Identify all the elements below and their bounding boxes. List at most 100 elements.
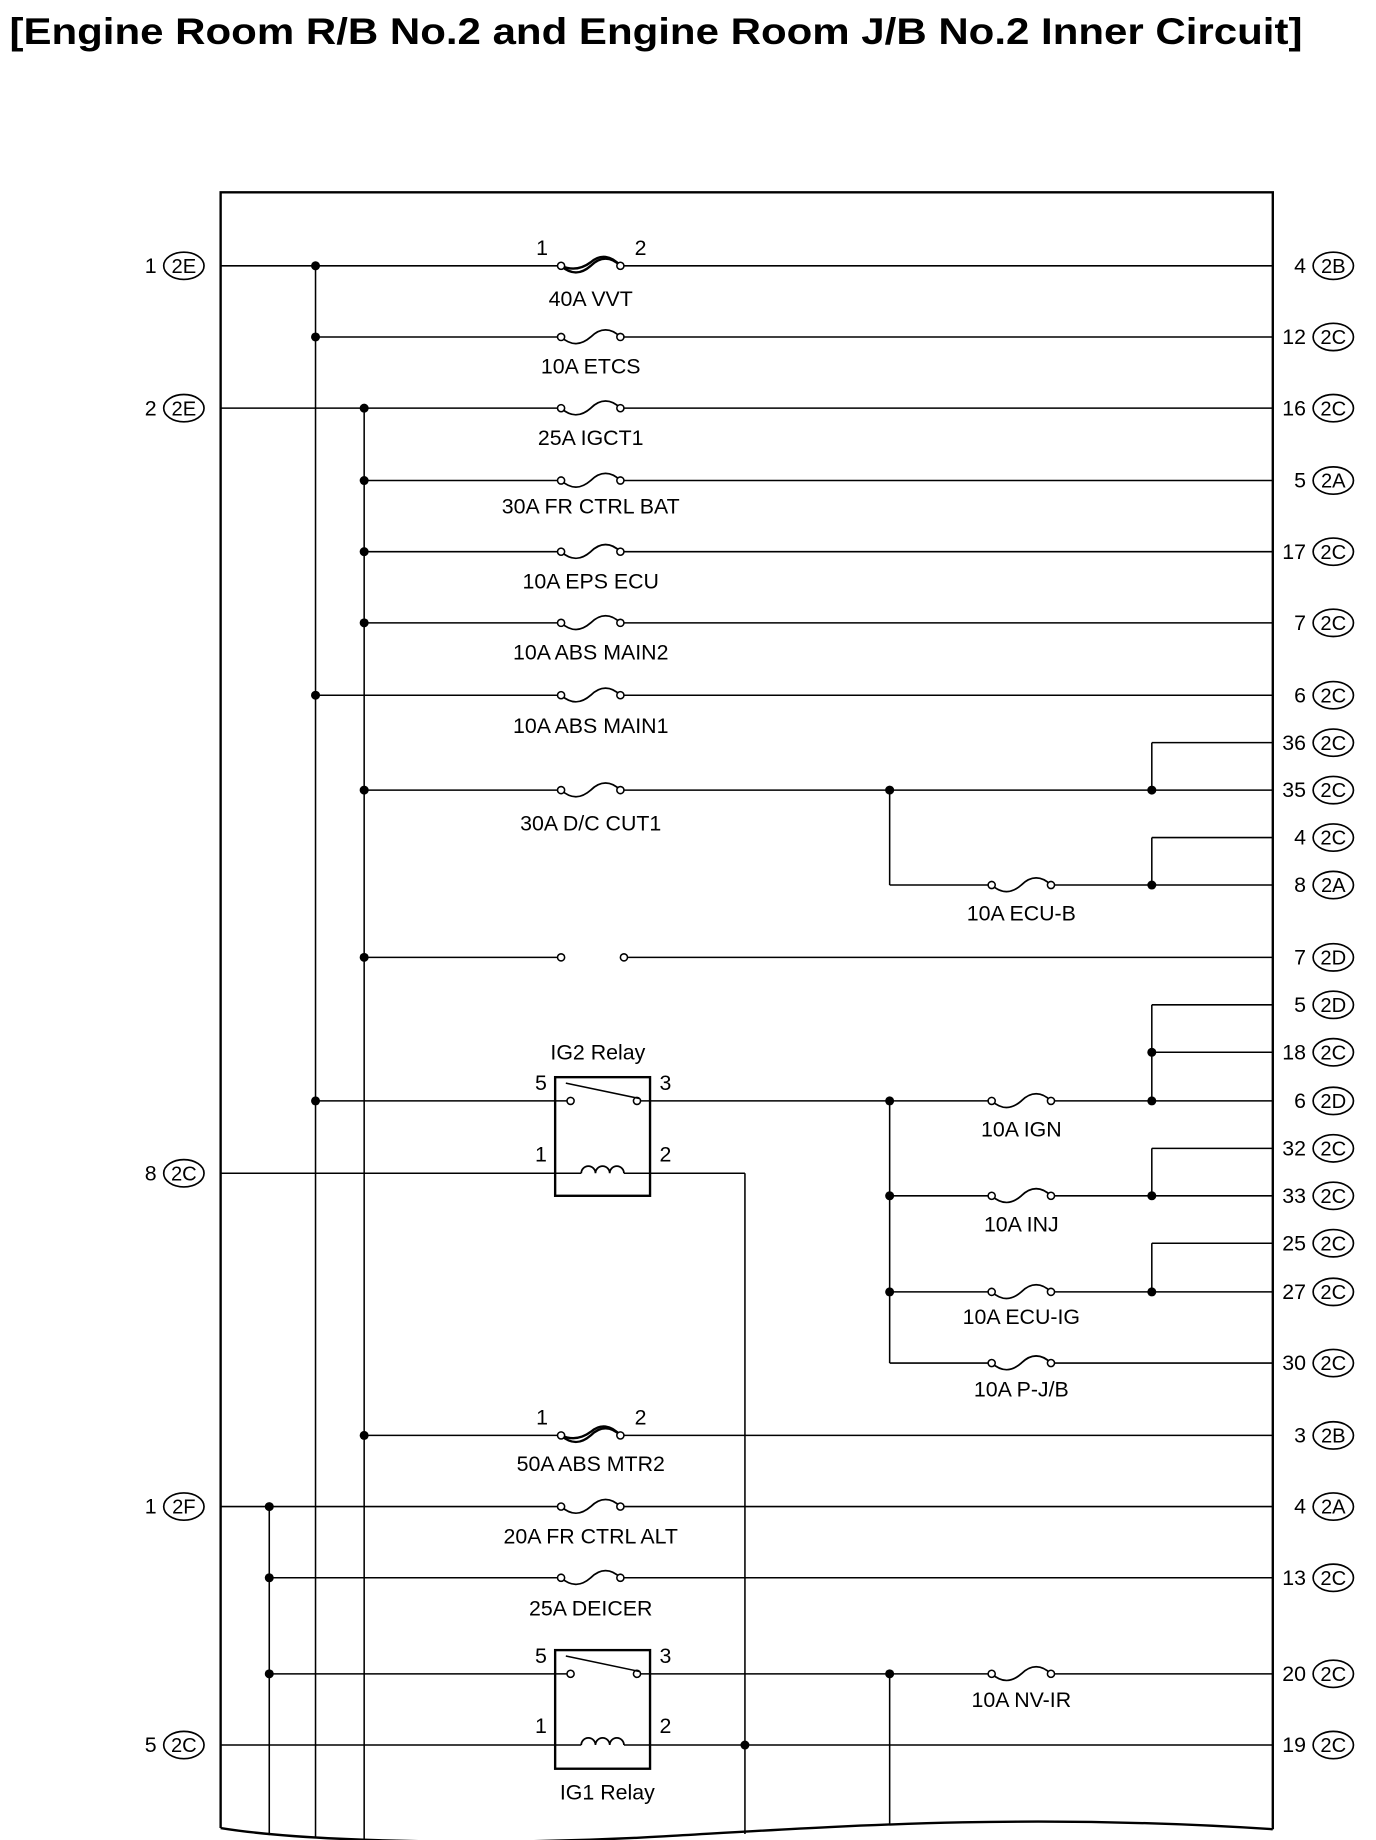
fuse: 10A ABS MAIN2 [513, 614, 668, 665]
fuse-label: 10A NV-IR [971, 1688, 1071, 1712]
open-terminal [556, 953, 566, 962]
fuse-element [560, 687, 622, 703]
switch-contact [566, 1669, 575, 1679]
relay-name: IG1 Relay [560, 1781, 655, 1805]
fuse-terminal [616, 476, 625, 485]
connector-pin-number: 6 [1294, 683, 1306, 707]
fuse-terminal [987, 1191, 996, 1201]
junction-dot [885, 1669, 895, 1679]
relay-pin-number: 3 [660, 1644, 672, 1668]
connector-terminal: 18 2C [1282, 1037, 1355, 1067]
connector-badge [1312, 466, 1355, 495]
fuse-icon [556, 543, 625, 560]
connector-pin-number: 8 [1294, 873, 1306, 897]
fuse-element [560, 543, 622, 560]
fuse-terminal [1046, 1191, 1056, 1201]
fuse: 10A P-J/B [974, 1355, 1069, 1401]
connector-pin-number: 3 [1294, 1424, 1306, 1448]
relay-coil-icon [580, 1737, 625, 1746]
connector-pin-number: 18 [1282, 1040, 1306, 1064]
connector-badge [162, 1158, 205, 1188]
fuse-label: 25A DEICER [529, 1597, 652, 1621]
fuse-pin-number: 1 [536, 236, 548, 260]
junction-dot [740, 1740, 750, 1750]
fuse-label: 10A ETCS [541, 355, 641, 379]
connector-badge [1312, 251, 1355, 281]
connector-id: 2C [1320, 1186, 1346, 1208]
junction-dot [885, 1096, 895, 1106]
fuse-icon [556, 687, 625, 703]
connector-badge [1312, 1086, 1355, 1116]
connector-id: 2C [171, 1163, 197, 1185]
circuit-frame [219, 191, 1274, 1840]
connector-pin-number: 4 [1294, 826, 1306, 850]
fuse-terminal [616, 403, 625, 413]
junction-dot [359, 476, 369, 486]
relay-pin-number: 1 [535, 1714, 547, 1738]
fuse-terminal [616, 261, 625, 271]
fuse-element [560, 1498, 622, 1515]
connector-pin-number: 1 [145, 1495, 157, 1519]
relay-pin-number: 2 [660, 1714, 672, 1738]
fuse-label: 10A IGN [981, 1117, 1062, 1141]
connector-badge [1312, 1492, 1355, 1522]
relay-box [553, 1648, 652, 1770]
fuse-element [991, 1355, 1052, 1371]
connector-id: 2A [1321, 1497, 1346, 1519]
junction-dot [359, 785, 369, 795]
relay-coil-icon [580, 1165, 625, 1174]
connector-id: 2C [1320, 1282, 1346, 1304]
fuse-icon [556, 472, 625, 489]
fuse: 10A INJ [984, 1187, 1059, 1236]
fuse-terminal [616, 547, 625, 557]
relay-pin-number: 5 [535, 1644, 547, 1668]
connector-id: 2F [172, 1497, 196, 1519]
junction-dot [359, 403, 369, 413]
connector-pin-number: 13 [1282, 1566, 1306, 1590]
junction-dot [885, 785, 895, 795]
connector-pin-number: 1 [145, 254, 157, 278]
fuse-icon [987, 1665, 1056, 1682]
fuse-element [991, 1092, 1052, 1109]
fuse-pin-number: 1 [536, 1406, 548, 1430]
connector-id: 2C [1320, 1568, 1346, 1590]
connector-id: 2C [1320, 1042, 1346, 1064]
fuse-label: 40A VVT [549, 287, 633, 311]
connector-badge [1312, 942, 1355, 972]
fuse-label: 30A FR CTRL BAT [502, 495, 680, 519]
fuse-element [991, 877, 1052, 893]
connector-pin-number: 16 [1282, 396, 1306, 420]
fuse-label: 10A ECU-B [967, 902, 1076, 926]
connector-id: 2C [1320, 1138, 1346, 1160]
fuse-label: 30A D/C CUT1 [520, 811, 661, 835]
fuse: 10A EPS ECU [523, 543, 659, 593]
heavy-fuse-icon [556, 255, 625, 274]
connector-pin-number: 4 [1294, 254, 1306, 278]
fuse-element [560, 255, 622, 270]
fuse: 10A ABS MAIN1 [513, 687, 668, 738]
connector-badge [162, 1730, 205, 1760]
connector-id: 2C [1320, 1664, 1346, 1686]
fuse-terminal [1046, 1096, 1056, 1106]
connector-badge [162, 393, 205, 423]
fuse: 10A ETCS [541, 328, 641, 379]
fuse-terminal [616, 618, 625, 628]
heavy-fuse-icon [556, 1425, 625, 1444]
fuse-icon [556, 614, 625, 631]
connector-badge [1312, 1181, 1355, 1211]
fuse-icon [556, 400, 625, 416]
fuse-terminal [556, 1431, 566, 1440]
connector-badge [1312, 990, 1355, 1020]
junction-dot [264, 1573, 274, 1583]
fuse: 30A FR CTRL BAT [502, 472, 680, 519]
connector-badge [1312, 1228, 1355, 1258]
